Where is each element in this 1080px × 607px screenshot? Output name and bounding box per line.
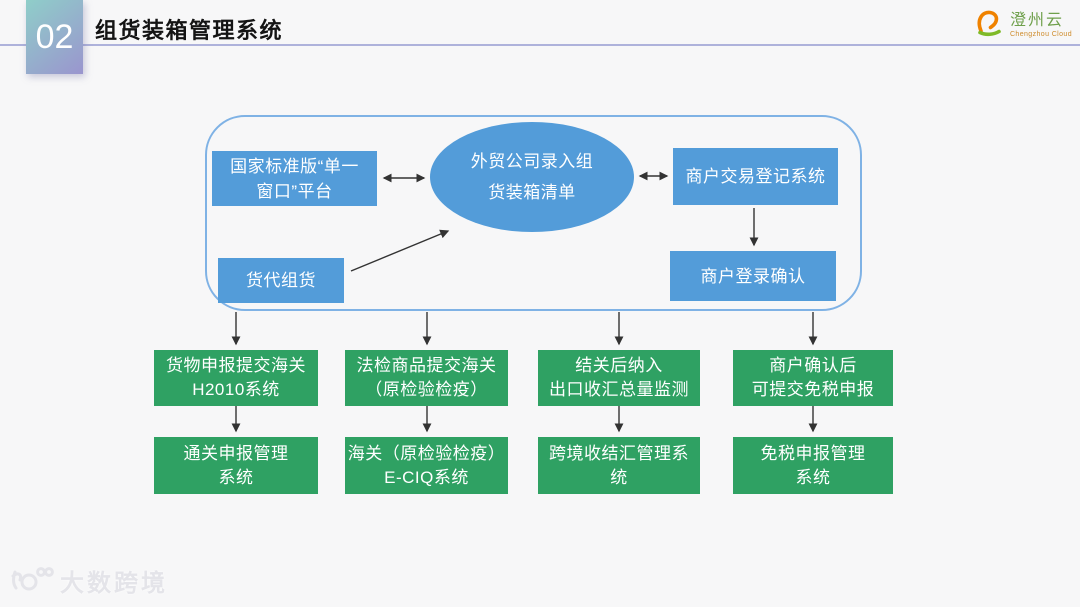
node-crossborder-fx-settlement-system: 跨境收结汇管理系 统 (538, 437, 700, 494)
node-freight-forwarder-grouping: 货代组货 (218, 258, 344, 303)
watermark-text: 大数跨境 (60, 570, 168, 597)
watermark: 大数跨境 (10, 562, 168, 599)
company-logo: 澄州云 Chengzhou Cloud (972, 7, 1072, 44)
node-text-line: 海关（原检验检疫） (347, 443, 506, 463)
node-text-line: 法检商品提交海关 (356, 356, 497, 375)
node-text-line: E-CIQ系统 (384, 467, 469, 487)
node-tax-free-declaration-after-confirm: 商户确认后 可提交免税申报 (733, 350, 893, 406)
logo-text: 澄州云 Chengzhou Cloud (1009, 12, 1072, 39)
node-text-line: 通关申报管理 (183, 443, 289, 463)
node-text-line: 系统 (795, 467, 831, 487)
header-divider-line (0, 44, 1080, 46)
node-single-window-platform: 国家标准版“单一 窗口”平台 (212, 151, 377, 206)
node-cargo-declaration-h2010: 货物申报提交海关 H2010系统 (154, 350, 318, 406)
node-text-line: 统 (610, 467, 628, 487)
node-text-line: 货物申报提交海关 (166, 356, 306, 375)
node-merchant-login-confirm: 商户登录确认 (670, 251, 836, 301)
flow-group-container (205, 115, 862, 311)
node-tax-free-declaration-mgmt-system: 免税申报管理 系统 (733, 437, 893, 494)
node-text-line: 商户登录确认 (700, 266, 806, 286)
node-text-line: H2010系统 (192, 380, 280, 399)
node-text-line: 免税申报管理 (760, 443, 866, 463)
node-inspection-goods-to-customs: 法检商品提交海关 （原检验检疫） (345, 350, 508, 406)
section-number: 02 (35, 17, 74, 56)
node-eciq-system: 海关（原检验检疫） E-CIQ系统 (345, 437, 508, 494)
node-foreign-trade-hub-ellipse: 外贸公司录入组 货装箱清单 (430, 122, 634, 232)
logo-company-name: 澄州云 (1009, 12, 1064, 29)
node-export-fx-monitoring: 结关后纳入 出口收汇总量监测 (538, 350, 700, 406)
node-text-line: 货代组货 (246, 271, 316, 290)
node-text-line: 出口收汇总量监测 (549, 380, 689, 399)
node-customs-declaration-mgmt-system: 通关申报管理 系统 (154, 437, 318, 494)
node-text-line: 可提交免税申报 (751, 380, 875, 399)
node-text-line: 窗口”平台 (256, 181, 333, 201)
node-text-line: 跨境收结汇管理系 (549, 443, 689, 463)
node-merchant-transaction-registration: 商户交易登记系统 (673, 148, 838, 205)
node-text-line: 商户确认后 (769, 356, 857, 375)
node-text-line: 结关后纳入 (575, 356, 663, 375)
logo-company-subtitle: Chengzhou Cloud (1009, 31, 1072, 38)
section-number-badge: 02 (26, 0, 83, 74)
node-text-line: 货装箱清单 (488, 183, 576, 202)
node-text-line: 系统 (218, 467, 254, 487)
node-text-line: 国家标准版“单一 (230, 156, 359, 176)
node-text-line: 商户交易登记系统 (685, 167, 826, 186)
dashu-kuajing-watermark-icon (10, 562, 54, 599)
page-title: 组货装箱管理系统 (95, 18, 284, 43)
node-text-line: （原检验检疫） (365, 380, 488, 399)
chengzhou-cloud-logo-icon (972, 7, 1006, 44)
node-text-line: 外贸公司录入组 (470, 152, 594, 171)
